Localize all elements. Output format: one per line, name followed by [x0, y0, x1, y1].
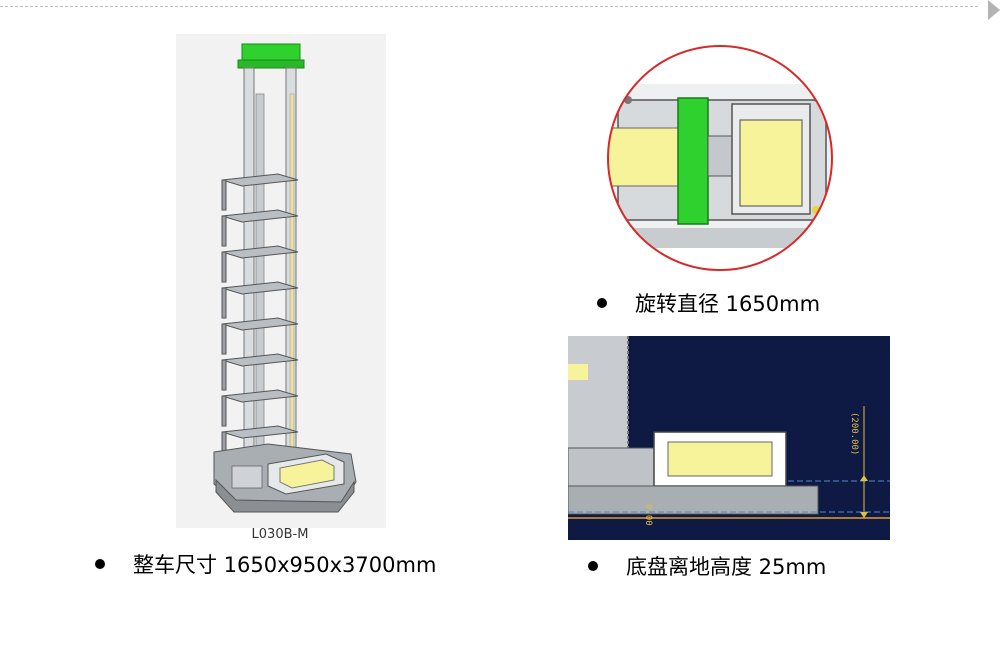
top-dashed-rule [0, 6, 978, 7]
clearance-text: 底盘离地高度 25mm [626, 555, 827, 579]
robot-render-image [176, 34, 386, 528]
robot-shelf [221, 353, 299, 367]
robot-shelf [221, 245, 299, 259]
robot-shelf [221, 317, 299, 331]
bullet-dot-icon [597, 298, 607, 308]
bullet-dimensions: 整车尺寸 1650x950x3700mm [95, 549, 436, 579]
rotation-topview-image [604, 44, 836, 272]
robot-shelf [221, 281, 299, 295]
bullet-dot-icon [588, 561, 598, 571]
bullet-dot-icon [95, 559, 105, 569]
robot-shelf [221, 173, 299, 187]
robot-shelf-post [221, 359, 227, 391]
robot-shelf [221, 209, 299, 223]
clearance-cad-image: (200.00) 0.00 [568, 336, 890, 540]
robot-shelf-post [221, 215, 227, 247]
bullet-clearance: 底盘离地高度 25mm [588, 551, 826, 581]
robot-shelf-post [221, 179, 227, 211]
robot-shelf [221, 425, 299, 439]
corner-arrow-icon [988, 0, 1000, 20]
robot-shelf-post [221, 323, 227, 355]
robot-shelf-post [221, 395, 227, 427]
robot-shelf [221, 389, 299, 403]
cad-zero-label: 0.00 [643, 504, 653, 526]
cad-dimension-label: (200.00) [849, 412, 859, 455]
dimensions-text: 整车尺寸 1650x950x3700mm [133, 553, 437, 577]
bullet-rotation: 旋转直径 1650mm [597, 288, 820, 318]
figure-caption: L030B-M [251, 527, 309, 542]
rotation-text: 旋转直径 1650mm [635, 292, 821, 316]
robot-shelf-post [221, 251, 227, 283]
robot-shelf-post [221, 287, 227, 319]
